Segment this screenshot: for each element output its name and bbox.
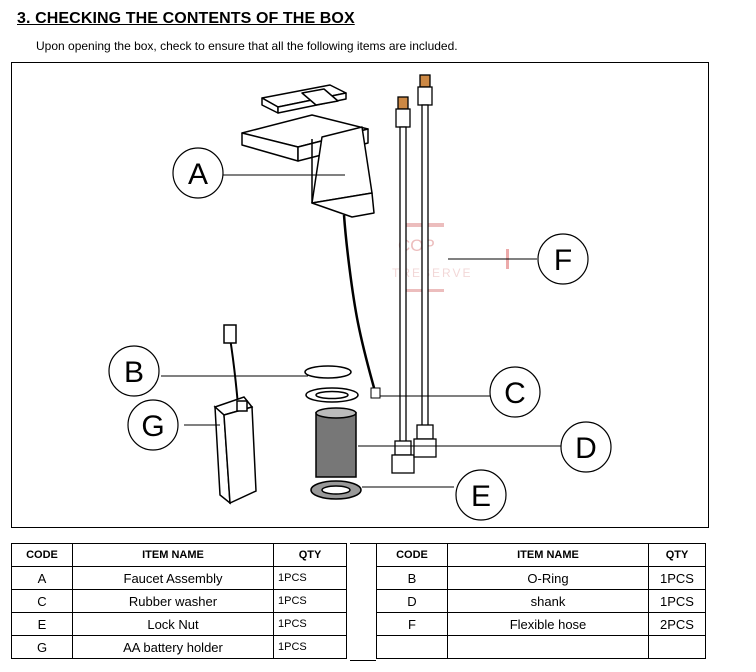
cell-code: D [376, 589, 448, 613]
intro-text: Upon opening the box, check to ensure th… [36, 39, 458, 53]
header-qty: QTY [648, 543, 706, 567]
table-row: F Flexible hose 2PCS [376, 612, 706, 636]
parts-table-right: CODE ITEM NAME QTY B O-Ring 1PCS D shank… [376, 543, 706, 659]
watermark: COP TRESERVE [392, 223, 509, 292]
header-item-name: ITEM NAME [72, 543, 274, 567]
table-row: D shank 1PCS [376, 589, 706, 613]
cell-name: Flexible hose [447, 612, 649, 636]
parts-table-left: CODE ITEM NAME QTY A Faucet Assembly 1PC… [11, 543, 347, 659]
cell-code: C [11, 589, 73, 613]
callout-f: F [554, 244, 572, 277]
small-parts [304, 365, 362, 500]
watermark-line2: TRESERVE [392, 266, 472, 280]
callout-a: A [188, 158, 208, 191]
callout-e: E [471, 480, 491, 513]
cell-code: B [376, 566, 448, 590]
table-gap [350, 543, 376, 661]
table-header-row: CODE ITEM NAME QTY [376, 543, 706, 567]
cell-name [447, 635, 649, 659]
cell-name: Faucet Assembly [72, 566, 274, 590]
table-header-row: CODE ITEM NAME QTY [11, 543, 347, 567]
cell-qty: 1PCS [273, 589, 347, 613]
table-row: C Rubber washer 1PCS [11, 589, 347, 613]
battery-holder-drawing [213, 324, 257, 505]
table-row: B O-Ring 1PCS [376, 566, 706, 590]
callout-c: C [504, 377, 526, 410]
cell-code: E [11, 612, 73, 636]
callout-g: G [141, 410, 164, 443]
cell-name: O-Ring [447, 566, 649, 590]
cell-qty: 1PCS [273, 612, 347, 636]
cell-qty [648, 635, 706, 659]
cell-code: A [11, 566, 73, 590]
header-qty: QTY [273, 543, 347, 567]
header-code: CODE [11, 543, 73, 567]
faucet-drawing [241, 84, 375, 218]
cell-code: F [376, 612, 448, 636]
cell-name: shank [447, 589, 649, 613]
table-row: E Lock Nut 1PCS [11, 612, 347, 636]
header-item-name: ITEM NAME [447, 543, 649, 567]
parts-diagram: COP TRESERVE [11, 62, 709, 528]
cell-code [376, 635, 448, 659]
callout-d: D [575, 432, 597, 465]
cell-qty: 1PCS [648, 566, 706, 590]
table-row [376, 635, 706, 659]
cell-code: G [11, 635, 73, 659]
table-row: G AA battery holder 1PCS [11, 635, 347, 659]
header-code: CODE [376, 543, 448, 567]
cell-name: Rubber washer [72, 589, 274, 613]
cell-qty: 2PCS [648, 612, 706, 636]
cell-name: Lock Nut [72, 612, 274, 636]
cell-qty: 1PCS [648, 589, 706, 613]
cell-qty: 1PCS [273, 566, 347, 590]
table-row: A Faucet Assembly 1PCS [11, 566, 347, 590]
section-title: 3. CHECKING THE CONTENTS OF THE BOX [17, 10, 355, 27]
cell-name: AA battery holder [72, 635, 274, 659]
callout-b: B [124, 356, 144, 389]
flexible-hoses [391, 74, 437, 474]
cell-qty: 1PCS [273, 635, 347, 659]
